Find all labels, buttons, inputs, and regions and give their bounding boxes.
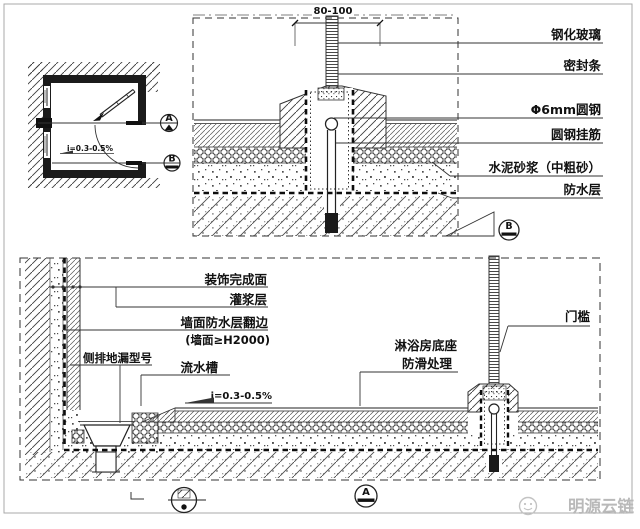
plan-wall-top	[43, 75, 146, 83]
inner-membrane-dotted	[310, 91, 349, 190]
mortar-block-right	[131, 412, 159, 444]
door-pivot	[488, 403, 500, 415]
curb-channel	[306, 88, 353, 191]
detail-callout-bubble	[130, 486, 206, 514]
callout-shower-base: 淋浴房底座	[394, 338, 457, 353]
rod-anchor	[325, 213, 338, 233]
section-marker-a: A	[354, 484, 378, 508]
sill-seal-block	[482, 385, 507, 401]
door-swing-arc	[94, 124, 139, 169]
floor-slope-annotation: i=0.3-0.5%	[185, 391, 272, 404]
door-leaf	[488, 255, 500, 385]
lower-leaders	[50, 286, 590, 423]
plan-view: i=0.3-0.5% A B	[28, 62, 181, 188]
section-marker-b: B	[445, 211, 520, 241]
lower-waterproof-dashed	[63, 258, 598, 452]
upper-detail-section: 80-100	[192, 5, 603, 241]
wall-annotation-marks	[44, 86, 50, 158]
waterproof-dashed	[194, 90, 457, 195]
callout-steel-hanger: 圆钢挂筋	[551, 127, 602, 142]
callout-tempered-glass: 钢化玻璃	[551, 27, 602, 42]
callout-drain-model: 侧排地漏型号	[83, 351, 152, 365]
plan-section-marker-b: B	[163, 154, 181, 172]
brand-logo-icon	[518, 496, 538, 516]
wall-finish	[67, 258, 80, 410]
lower-floor-layers	[63, 407, 598, 456]
plan-slope-label: i=0.3-0.5%	[67, 144, 114, 153]
svg-text:B: B	[168, 154, 175, 165]
detail-bubble-dot	[181, 504, 187, 510]
plan-section-marker-a: A	[159, 113, 179, 133]
plan-wall-right-upper	[138, 83, 146, 125]
lower-detail-border	[19, 257, 601, 481]
sill-rod-anchor	[489, 455, 499, 472]
watermark: 明源云链	[518, 496, 635, 516]
svg-text:B: B	[505, 221, 512, 232]
dimension-label: 80-100	[314, 6, 353, 17]
lower-detail-section: i=0.3-0.5% 装饰完成面 灌浆层 墙面防水层翻边 (墙面≥H2000) …	[19, 255, 601, 514]
callout-gutter: 流水槽	[180, 360, 218, 375]
callout-threshold: 门槛	[565, 309, 591, 324]
mortar-block-left	[71, 429, 85, 444]
wall-structure	[25, 258, 50, 455]
upper-leaders	[334, 42, 603, 199]
floor-drain-body	[83, 424, 131, 447]
watermark-text: 明源云链	[568, 496, 635, 516]
svg-text:A: A	[362, 487, 370, 498]
callout-finish-surface: 装饰完成面	[203, 272, 267, 287]
callout-grout-layer: 灌浆层	[228, 292, 267, 307]
figure-frame	[3, 3, 633, 514]
callout-sealing-strip: 密封条	[562, 58, 601, 73]
tempered-glass-panel	[325, 15, 339, 89]
shower-door-leaf	[93, 89, 136, 121]
sealing-strip-block	[317, 87, 345, 101]
callout-waterproof-layer: 防水层	[563, 182, 601, 197]
callout-round-steel: Φ6mm圆钢	[531, 102, 601, 117]
plan-wall-bottom	[43, 170, 146, 178]
leader-ticks	[51, 285, 82, 289]
callout-wall-waterproof: 墙面防水层翻边	[180, 315, 268, 330]
door-handle-arrow	[93, 112, 104, 121]
callout-cement-mortar: 水泥砂浆（中粗砂）	[488, 160, 601, 175]
callout-antislip: 防滑处理	[402, 356, 453, 371]
door-sill	[467, 255, 519, 472]
round-steel-bar	[324, 117, 339, 131]
callout-wall-waterproof-height: (墙面≥H2000)	[185, 333, 270, 347]
detail-bubble-glyph	[177, 489, 191, 499]
slope-triangle-icon	[445, 211, 495, 237]
steel-hanger-rod	[326, 130, 337, 214]
svg-text:i=0.3-0.5%: i=0.3-0.5%	[211, 391, 272, 402]
svg-text:A: A	[165, 113, 173, 124]
plan-wall-right-lower	[138, 162, 146, 172]
wall-plaster	[50, 258, 63, 452]
lower-wall-layers	[25, 258, 81, 455]
